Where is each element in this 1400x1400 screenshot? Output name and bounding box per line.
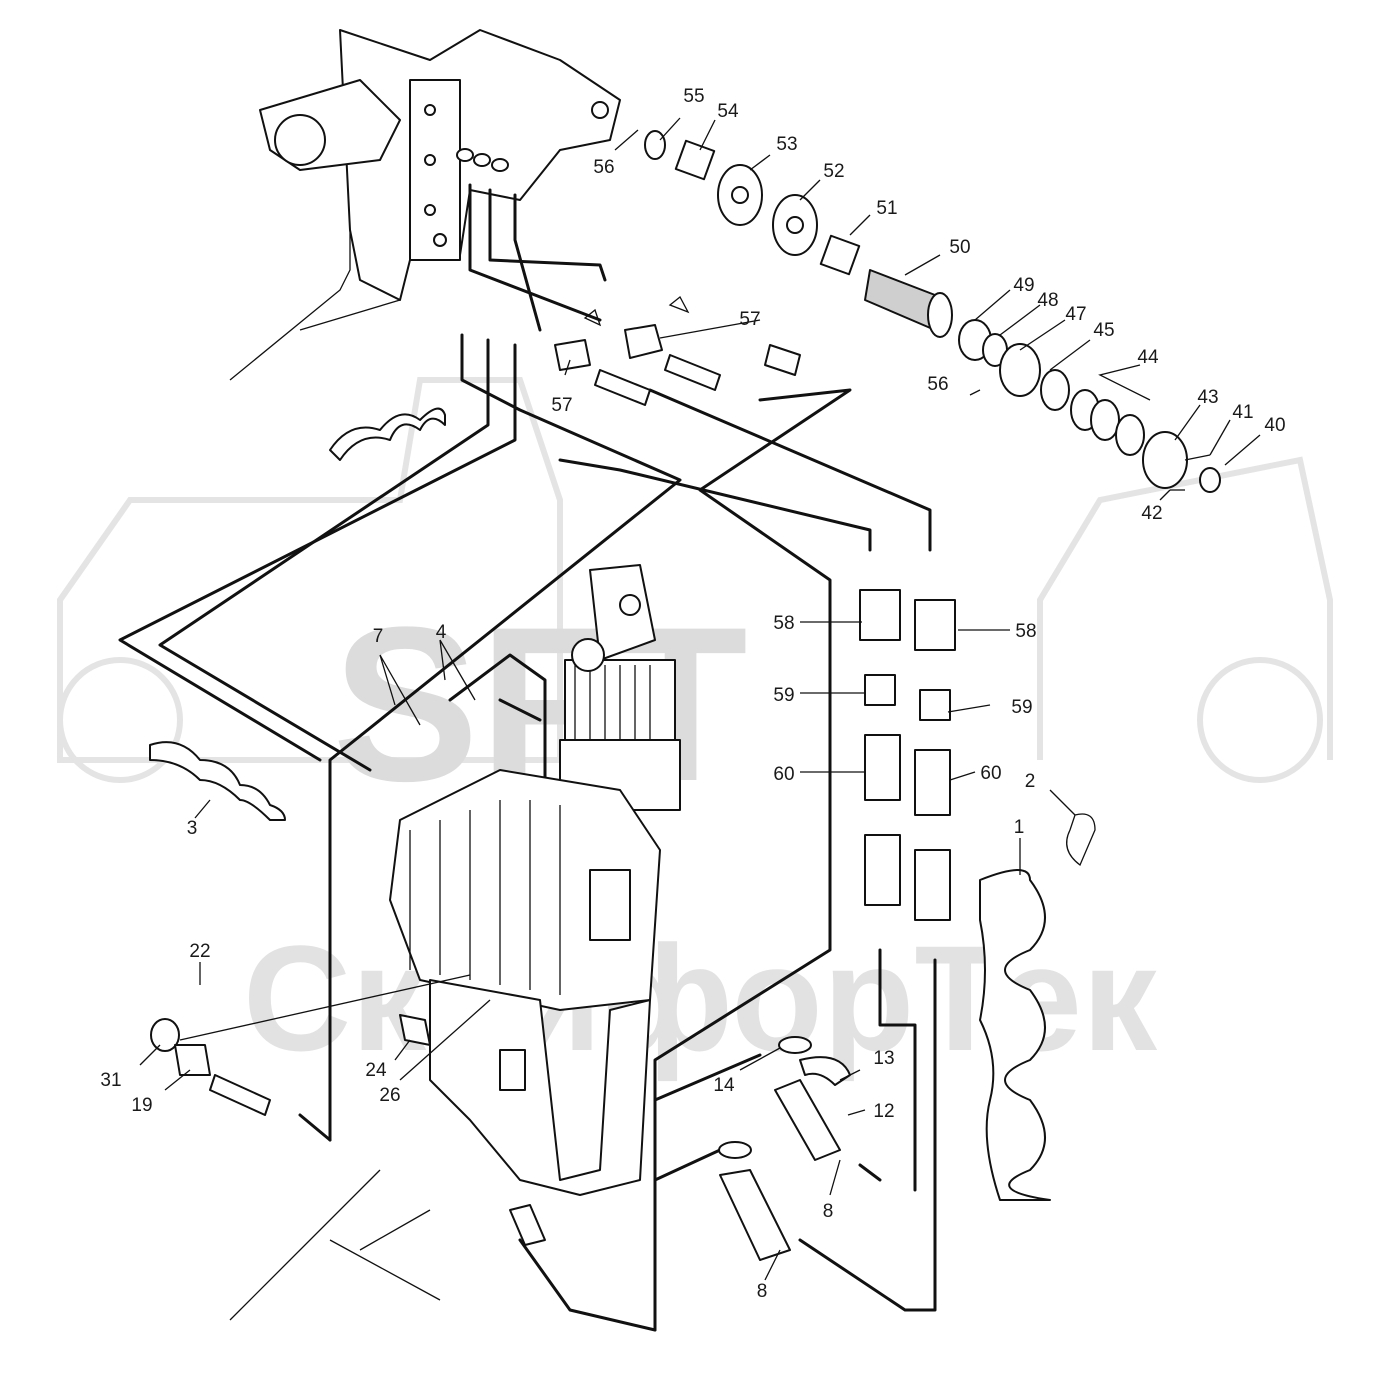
callout-55: 55 [683,86,704,107]
callout-57-left: 57 [551,395,572,416]
callout-48: 48 [1037,290,1058,311]
valve-block-assembly [389,564,681,1196]
callout-58-left: 58 [773,613,794,634]
callout-45: 45 [1093,320,1114,341]
callout-7: 7 [373,626,384,647]
fittings-57 [554,296,801,406]
watermark: SFT СкайфорТек [57,377,1333,1082]
callout-50: 50 [949,237,970,258]
callout-60-left: 60 [773,764,794,785]
hose-couplings [859,589,956,921]
callout-41: 41 [1232,402,1253,423]
callout-43: 43 [1197,387,1218,408]
callout-24: 24 [365,1060,387,1081]
callout-1: 1 [1014,817,1025,838]
spiral-guard [979,869,1051,1201]
callout-8-lower: 8 [757,1281,768,1302]
callout-59-right: 59 [1011,697,1032,718]
callout-labels: 55 54 53 52 51 50 56 49 48 47 45 44 56 4… [100,86,1285,1302]
callout-52: 52 [823,161,844,182]
callout-60-right: 60 [980,763,1001,784]
callout-22: 22 [189,941,210,962]
callout-57-right: 57 [739,309,760,330]
wrap-guard-top [329,407,446,461]
callout-56-right: 56 [927,374,948,395]
callout-42: 42 [1141,503,1162,524]
callout-44: 44 [1137,347,1159,368]
shaft-parts [644,130,1221,493]
callout-59-left: 59 [773,685,794,706]
mounting-bracket [229,29,621,381]
callout-19: 19 [131,1095,152,1116]
callout-56-top: 56 [593,157,614,178]
callout-51: 51 [876,198,897,219]
callout-12: 12 [873,1101,894,1122]
callout-54: 54 [717,101,739,122]
callout-58-right: 58 [1015,621,1036,642]
callout-14: 14 [713,1075,735,1096]
callout-47: 47 [1065,304,1086,325]
lower-fittings [150,813,1096,1261]
ground-lines [229,1169,441,1321]
callout-8-upper: 8 [823,1201,834,1222]
callout-3: 3 [187,818,198,839]
callout-49: 49 [1013,275,1034,296]
callout-4: 4 [436,622,447,643]
callout-26: 26 [379,1085,400,1106]
callout-13: 13 [873,1048,894,1069]
hose-lines [118,183,937,1332]
callout-40: 40 [1264,415,1285,436]
wrap-guard-bottom [149,741,286,821]
leader-lines [139,117,1261,1281]
callout-53: 53 [776,134,797,155]
callout-31: 31 [100,1070,121,1091]
callout-2: 2 [1025,771,1036,792]
